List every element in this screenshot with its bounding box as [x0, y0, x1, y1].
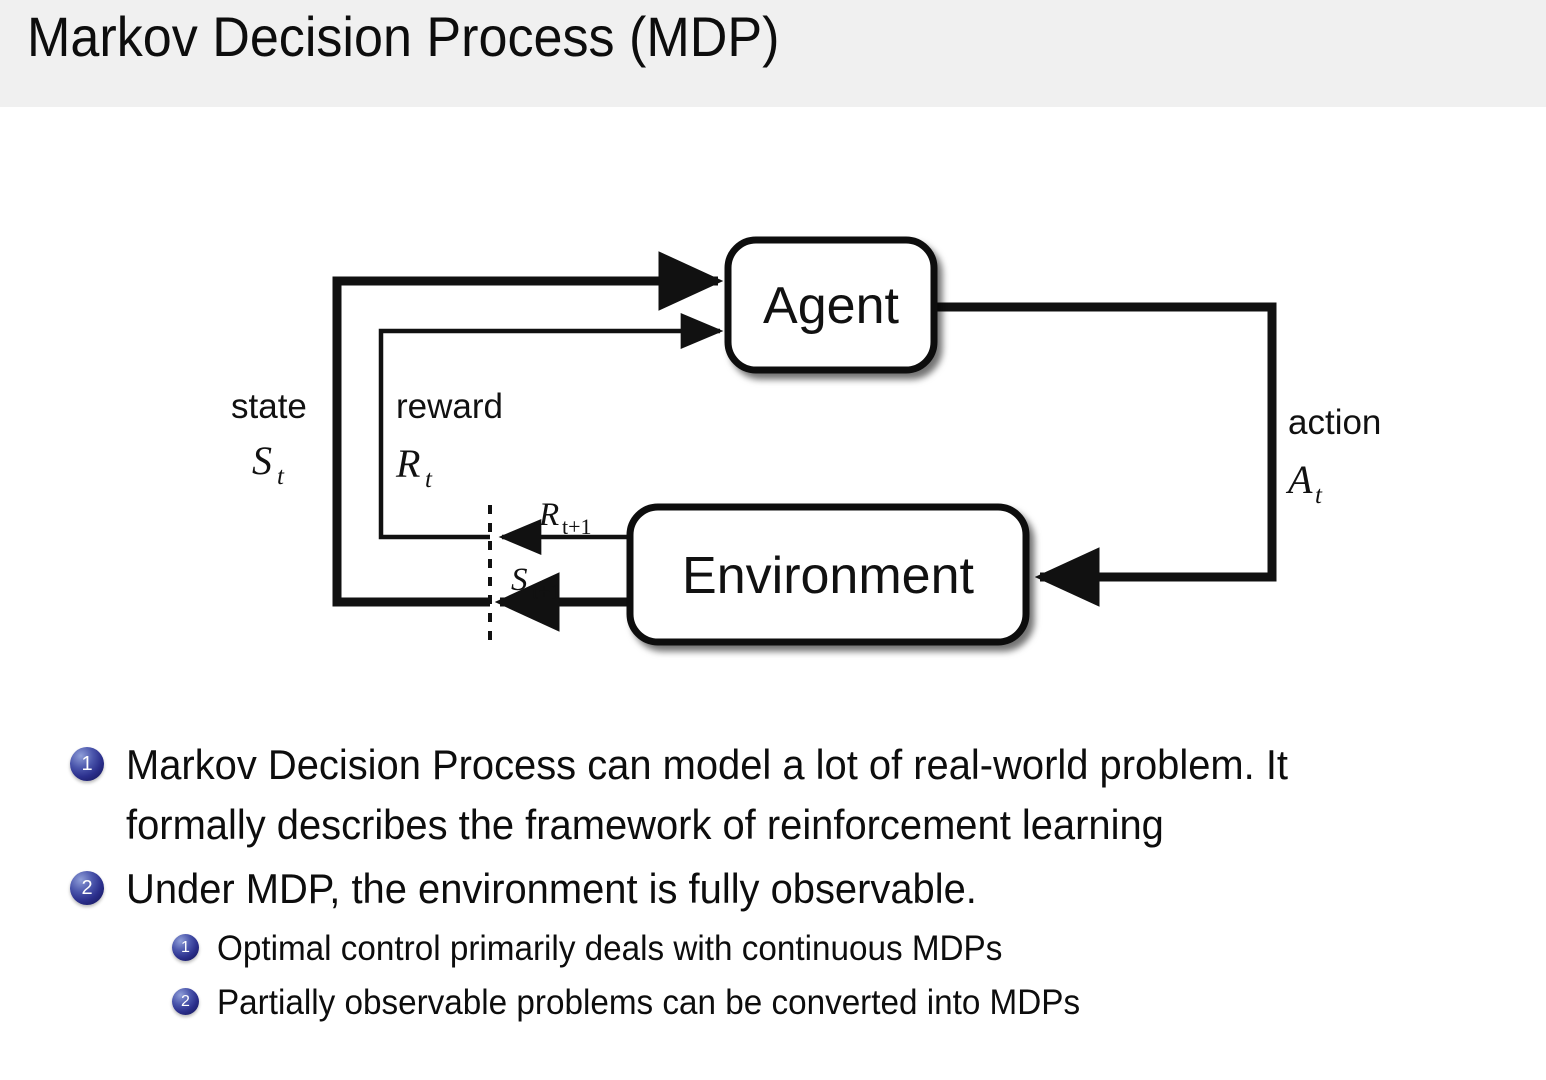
page-title: Markov Decision Process (MDP) — [27, 5, 780, 68]
sub-list-item-line: Partially observable problems can be con… — [217, 983, 1081, 1022]
environment-node-label: Environment — [682, 547, 974, 605]
next-reward-symbol: R — [538, 497, 559, 533]
reward-label: reward R t — [395, 387, 503, 493]
action-label-symbol: A — [1285, 457, 1313, 502]
sub-list-item-text: Partially observable problems can be con… — [217, 977, 1080, 1029]
bullet-number-badge: 2 — [70, 871, 104, 905]
bullet-number-badge: 1 — [70, 747, 104, 781]
sub-bullet-number-badge: 1 — [172, 934, 199, 961]
agent-node: Agent — [724, 236, 938, 374]
next-state-symbol: S — [511, 562, 528, 598]
reward-feedback-path — [378, 313, 724, 540]
list-item-line: Markov Decision Process can model a lot … — [126, 741, 1288, 788]
reward-label-word: reward — [396, 387, 503, 426]
slide-title-bar: Markov Decision Process (MDP) — [0, 0, 1546, 107]
list-item-text: Markov Decision Process can model a lot … — [126, 735, 1429, 855]
list-item-text: Under MDP, the environment is fully obse… — [126, 859, 1429, 919]
sub-bullet-number-badge: 2 — [172, 988, 199, 1015]
state-label-symbol: S — [252, 438, 272, 483]
list-item-line: Under MDP, the environment is fully obse… — [126, 865, 977, 912]
reward-label-symbol: R — [395, 441, 420, 486]
action-path — [930, 302, 1277, 607]
state-feedback-path — [332, 251, 724, 607]
next-reward-subscript: t+1 — [562, 514, 592, 539]
list-item-line: formally describes the framework of rein… — [126, 801, 1164, 848]
reward-label-subscript: t — [425, 466, 433, 493]
agent-node-label: Agent — [763, 277, 899, 335]
sub-list-item: 2 Partially observable problems can be c… — [0, 977, 1546, 1029]
sub-list-item: 1 Optimal control primarily deals with c… — [0, 923, 1546, 975]
action-label: action A t — [1285, 403, 1381, 509]
state-label: state S t — [231, 387, 307, 490]
bullet-list: 1 Markov Decision Process can model a lo… — [0, 735, 1546, 1031]
environment-node: Environment — [626, 503, 1030, 646]
sub-list-item-line: Optimal control primarily deals with con… — [217, 929, 1003, 968]
action-label-word: action — [1288, 403, 1381, 442]
list-item: 2 Under MDP, the environment is fully ob… — [0, 859, 1546, 919]
agent-environment-diagram: Agent Environment state S t reward R t a… — [0, 107, 1546, 687]
next-state-subscript: t+1 — [532, 579, 562, 604]
state-label-word: state — [231, 387, 307, 426]
state-label-subscript: t — [277, 463, 285, 490]
next-state-label: S t+1 — [511, 562, 562, 604]
next-reward-label: R t+1 — [538, 497, 592, 539]
list-item: 1 Markov Decision Process can model a lo… — [0, 735, 1546, 855]
sub-list-item-text: Optimal control primarily deals with con… — [217, 923, 1002, 975]
action-label-subscript: t — [1315, 482, 1323, 509]
